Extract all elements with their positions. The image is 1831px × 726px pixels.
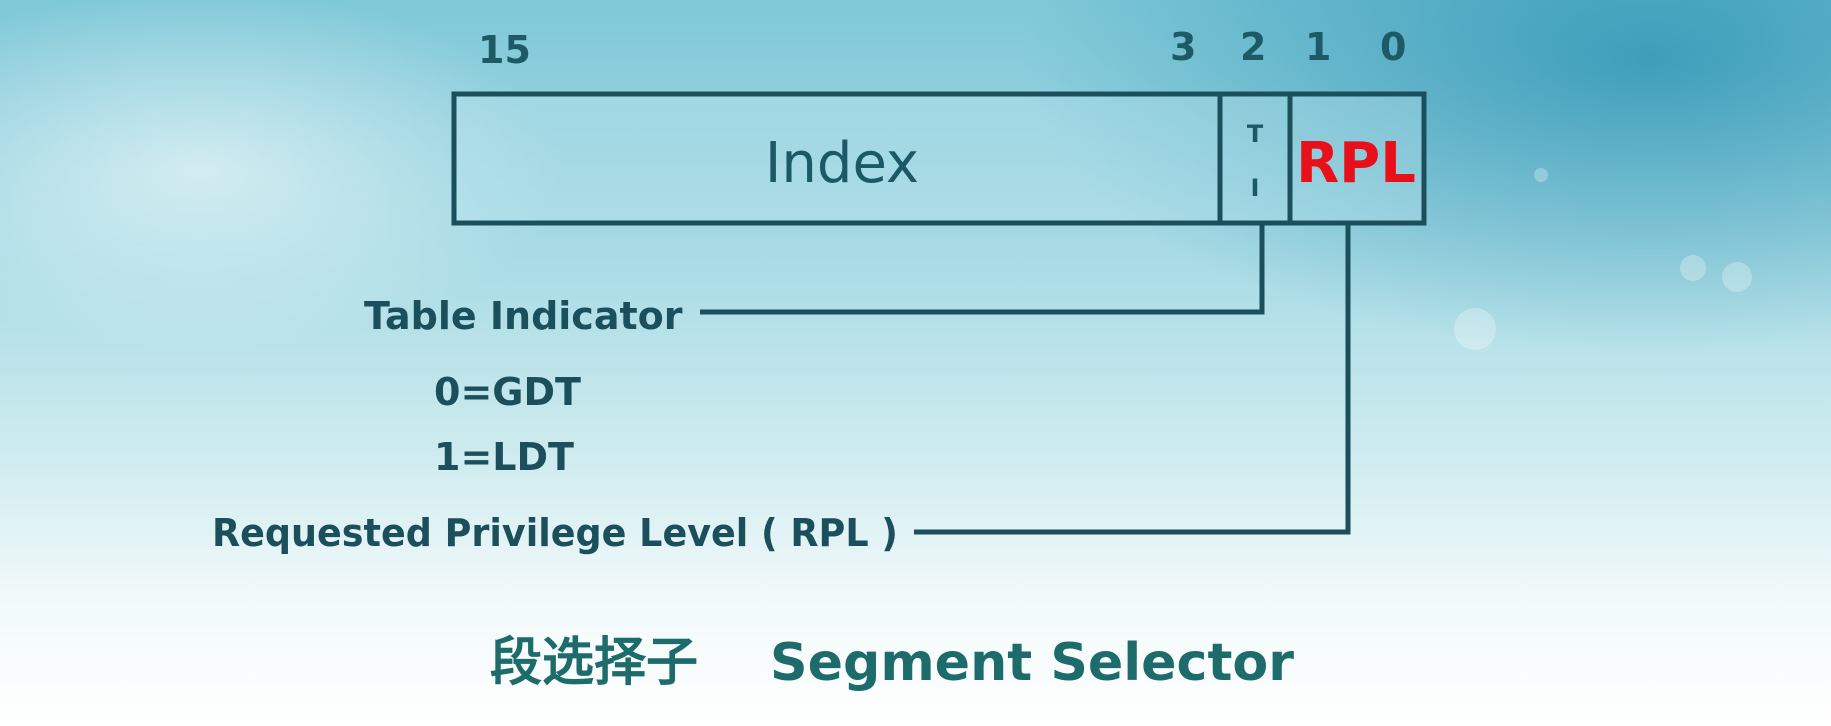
index-field — [451, 91, 1223, 226]
ti-field — [1217, 91, 1293, 226]
index-label: Index — [765, 131, 919, 196]
bit-number-15: 15 — [478, 28, 531, 72]
ti-label-bottom: I — [1251, 174, 1260, 202]
bit-number-2: 2 — [1240, 25, 1266, 69]
bit-number-0: 0 — [1380, 25, 1406, 69]
rpl-field — [1287, 91, 1427, 226]
ldt-label: 1=LDT — [434, 435, 574, 479]
caption-english: Segment Selector — [770, 633, 1294, 693]
background-bubble — [1680, 255, 1706, 281]
rpl-label: RPL — [1296, 131, 1416, 196]
caption-chinese: 段选择子 — [490, 633, 698, 693]
background-bubble — [1454, 308, 1496, 350]
bit-number-3: 3 — [1170, 25, 1196, 69]
background-bubble — [1534, 168, 1548, 182]
bit-number-1: 1 — [1305, 25, 1331, 69]
table-indicator-label: Table Indicator — [364, 294, 683, 338]
background-bubble — [1722, 262, 1752, 292]
gdt-label: 0=GDT — [434, 370, 581, 414]
rpl-connector — [914, 223, 1351, 535]
rpl-full-label: Requested Privilege Level ( RPL ) — [212, 511, 898, 555]
ti-label-top: T — [1247, 120, 1264, 148]
table-indicator-connector — [700, 223, 1265, 315]
